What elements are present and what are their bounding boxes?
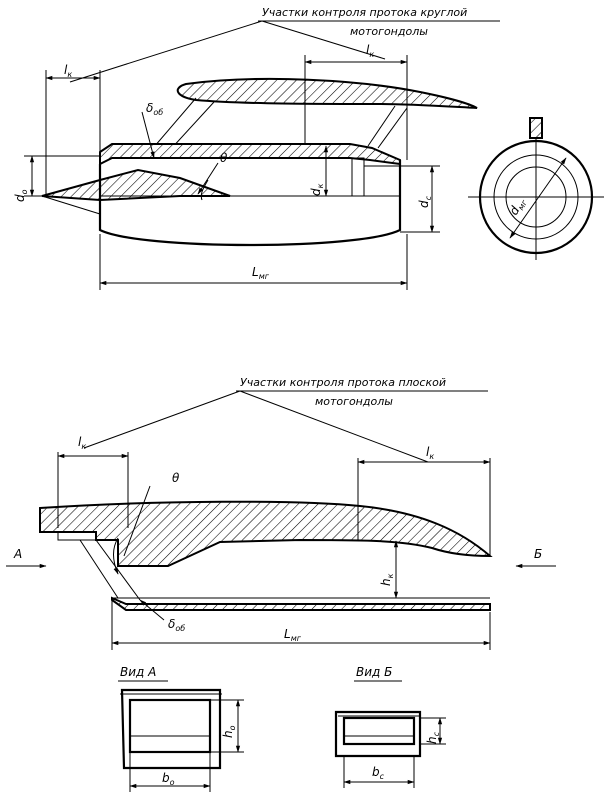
- round-d-k: d: [309, 188, 323, 196]
- round-center-body: [41, 168, 231, 202]
- flat-nacelle-drawing: Участки контроля протока плоской мотогон…: [6, 376, 556, 650]
- svg-text:bc: bc: [372, 765, 385, 781]
- flat-lk-left: l: [78, 435, 82, 449]
- round-L-mg: L: [252, 265, 259, 279]
- round-caption-line2: мотогондолы: [350, 25, 428, 38]
- flat-delta-ob: δ: [168, 617, 175, 631]
- round-lk-left: l: [64, 63, 68, 77]
- view-b-b-c: b: [372, 765, 380, 779]
- svg-text:lк: lк: [78, 435, 86, 451]
- view-b: Вид Б hc bc: [334, 665, 446, 788]
- svg-text:lк: lк: [366, 43, 374, 59]
- svg-text:dc: dc: [417, 195, 433, 208]
- flat-lower-plate: [111, 596, 491, 611]
- round-lk-right: l: [366, 43, 370, 57]
- svg-text:δоб: δоб: [168, 617, 185, 633]
- round-caption-line1: Участки контроля протока круглой: [262, 6, 467, 19]
- svg-text:hc: hc: [425, 731, 441, 744]
- svg-text:dк: dк: [309, 183, 325, 196]
- round-upper-shell: [99, 143, 401, 166]
- svg-text:lк: lк: [64, 63, 72, 79]
- flat-theta: θ: [172, 471, 180, 485]
- view-b-h-c: h: [425, 736, 439, 744]
- svg-text:Lмг: Lмг: [252, 265, 270, 281]
- view-a: Вид А ho bo: [118, 665, 244, 792]
- round-theta: θ: [220, 151, 228, 165]
- view-b-arrow: Б: [534, 547, 542, 561]
- svg-text:lк: lк: [426, 445, 434, 461]
- round-d-o: d: [13, 194, 27, 202]
- round-delta-ob: δ: [146, 101, 153, 115]
- svg-text:bo: bo: [162, 771, 175, 787]
- round-d-c: d: [417, 200, 431, 208]
- view-b-title: Вид Б: [356, 665, 392, 679]
- flat-caption-line2: мотогондолы: [315, 395, 393, 408]
- svg-text:ho: ho: [221, 725, 237, 738]
- flat-L-mg: L: [284, 627, 291, 641]
- flat-h-k: h: [379, 578, 393, 586]
- wing-profile: [176, 77, 478, 109]
- svg-text:hк: hк: [379, 573, 395, 586]
- view-a-title: Вид А: [120, 665, 156, 679]
- round-nacelle-drawing: Участки контроля протока круглой мотогон…: [13, 6, 604, 290]
- svg-text:do: do: [13, 189, 29, 202]
- view-a-h-o: h: [221, 730, 235, 738]
- flat-caption-line1: Участки контроля протока плоской: [240, 376, 446, 389]
- view-a-arrow: А: [13, 547, 22, 561]
- round-nacelle-outline: [98, 160, 402, 247]
- svg-text:Lмг: Lмг: [284, 627, 302, 643]
- round-cross-section: dмг: [468, 117, 604, 260]
- view-a-b-o: b: [162, 771, 170, 785]
- flat-lk-right: l: [426, 445, 430, 459]
- svg-text:δоб: δоб: [146, 101, 163, 117]
